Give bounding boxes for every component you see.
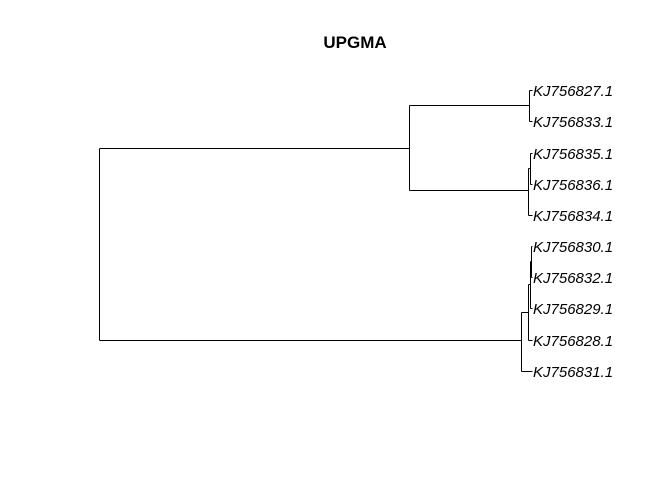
tree-edges <box>99 90 533 372</box>
plot-title: UPGMA <box>323 33 386 52</box>
tip-label: KJ756836.1 <box>533 177 613 194</box>
tip-label: KJ756833.1 <box>533 114 613 131</box>
tip-label: KJ756827.1 <box>533 83 613 100</box>
tip-label: KJ756828.1 <box>533 333 613 350</box>
tip-labels: KJ756827.1 KJ756833.1 KJ756835.1 KJ75683… <box>533 83 613 381</box>
tip-label: KJ756832.1 <box>533 270 613 287</box>
tip-label: KJ756829.1 <box>533 301 613 318</box>
tip-label: KJ756834.1 <box>533 208 613 225</box>
tip-label: KJ756835.1 <box>533 146 613 163</box>
tip-label: KJ756831.1 <box>533 364 613 381</box>
tip-label: KJ756830.1 <box>533 239 613 256</box>
